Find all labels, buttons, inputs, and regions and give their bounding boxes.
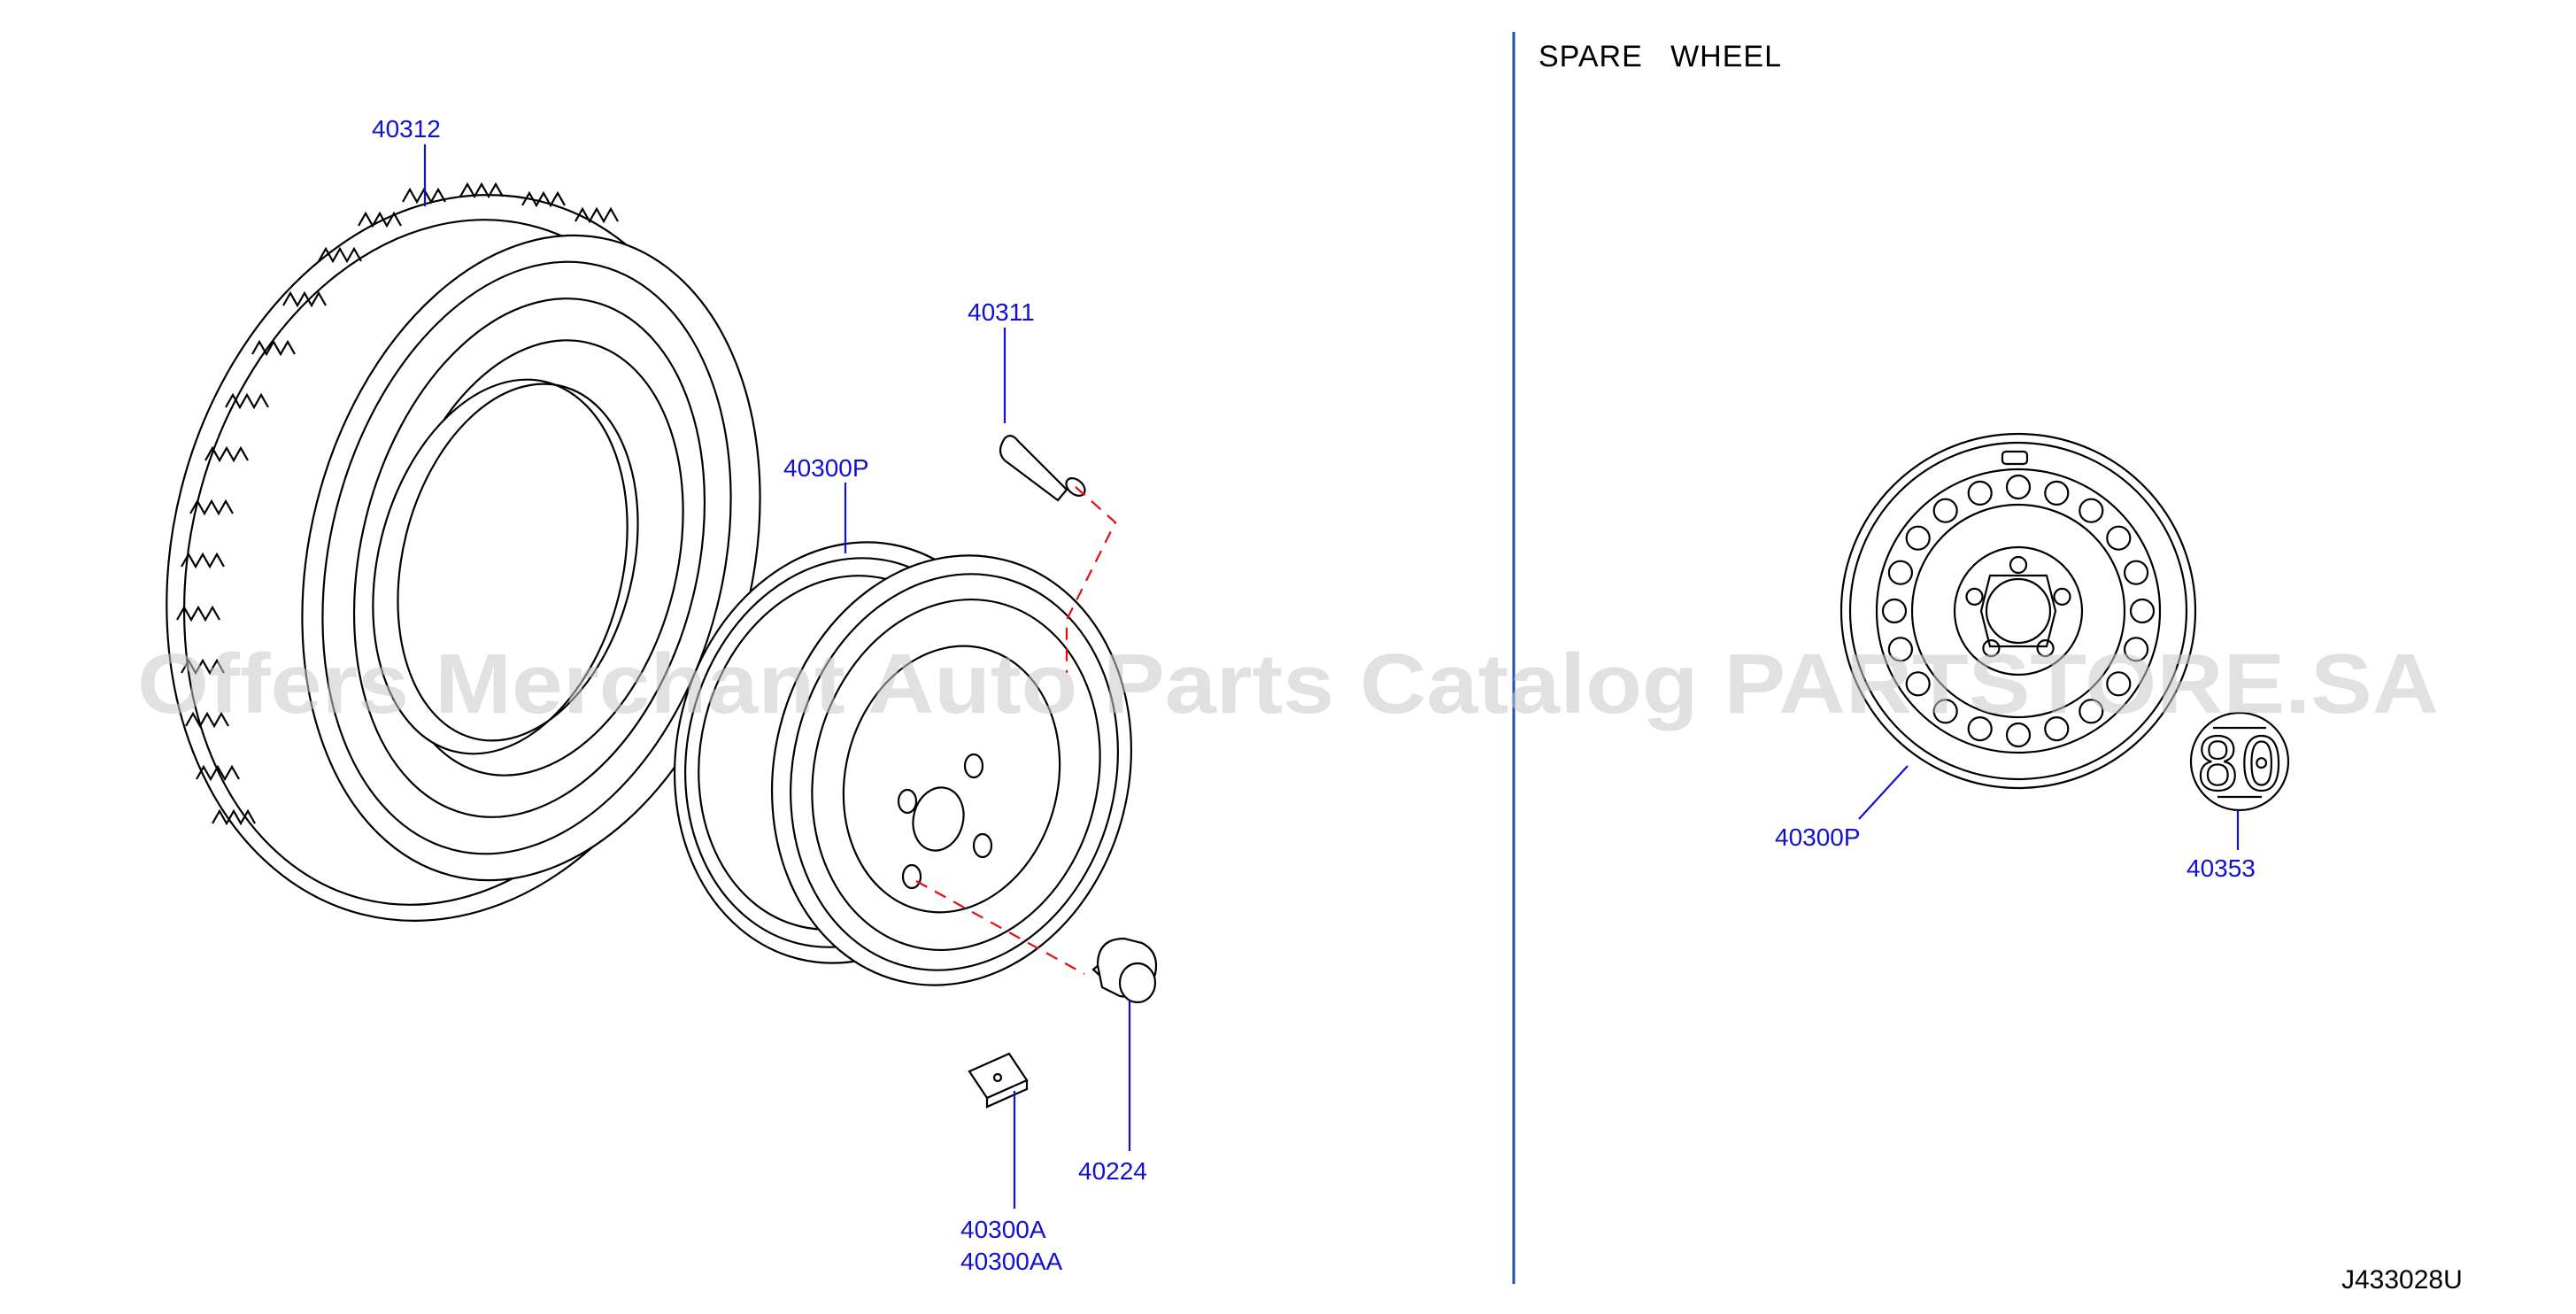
spare-lug-hole — [2036, 638, 2055, 658]
spare-lug-hole — [2053, 587, 2071, 607]
tread-pattern — [176, 182, 619, 826]
leader-spare-wheel — [1858, 765, 1909, 820]
tire-drawing — [166, 182, 761, 922]
spare-ventilation-holes — [1881, 474, 2156, 748]
spare-vent-hole — [1905, 525, 1931, 551]
wheel-drawing — [673, 541, 1133, 986]
callout-weight-a[interactable]: 40300A — [960, 1216, 1046, 1243]
spare-vent-hole — [2079, 699, 2104, 724]
spare-vent-hole — [1932, 699, 1958, 724]
spare-vent-hole — [1887, 560, 1913, 585]
drawing-code: J433028U — [2341, 1265, 2463, 1295]
spare-vent-hole — [2005, 722, 2032, 748]
callout-label[interactable]: 40353 — [2187, 854, 2256, 882]
spare-vent-hole — [2044, 480, 2070, 506]
spare-vent-hole — [2106, 671, 2132, 697]
valve-alignment-line — [1065, 486, 1117, 673]
callout-weight-aa[interactable]: 40300AA — [960, 1248, 1063, 1275]
spare-lug-hole — [2009, 555, 2028, 575]
spare-vent-hole — [2124, 560, 2149, 585]
spare-vent-hole — [2044, 715, 2070, 742]
nut-alignment-line — [915, 880, 1085, 975]
spare-vent-hole — [1881, 598, 1908, 624]
spare-vent-hole — [1967, 480, 1993, 506]
spare-lug-hole — [1982, 638, 2001, 658]
callout-wheel[interactable]: 40300P — [783, 454, 869, 482]
section-title: SPARE WHEEL — [1539, 40, 1782, 73]
callout-valve[interactable]: 40311 — [968, 298, 1035, 326]
speed-label-value: 80 — [2196, 723, 2284, 808]
speed-label-drawing: 80 — [2189, 711, 2290, 812]
spare-lug-hole — [1965, 587, 1984, 607]
spare-vent-hole — [2129, 598, 2156, 624]
spare-wheel-drawing — [1839, 432, 2197, 790]
valve-stem-drawing — [999, 435, 1086, 502]
spare-vent-hole — [2106, 525, 2132, 551]
spare-vent-hole — [1887, 637, 1913, 662]
spare-vent-hole — [2005, 474, 2032, 500]
callout-nut[interactable]: 40224 — [1078, 1157, 1147, 1185]
callout-spare-wheel[interactable]: 40300P — [1775, 823, 1861, 851]
callout-tire[interactable]: 40312 — [372, 115, 441, 143]
spare-vent-hole — [1905, 671, 1931, 697]
watermark-text: Offers Merchant Auto Parts Catalog PARTS… — [137, 637, 2439, 731]
spare-vent-hole — [1932, 498, 1958, 523]
lug-nut-drawing — [1091, 937, 1158, 1004]
spare-vent-hole — [1967, 715, 1993, 742]
spare-vent-hole — [2079, 498, 2104, 523]
spare-lug-holes — [1965, 555, 2071, 658]
balance-weight-drawing — [968, 1052, 1029, 1109]
spare-vent-hole — [2124, 637, 2149, 662]
